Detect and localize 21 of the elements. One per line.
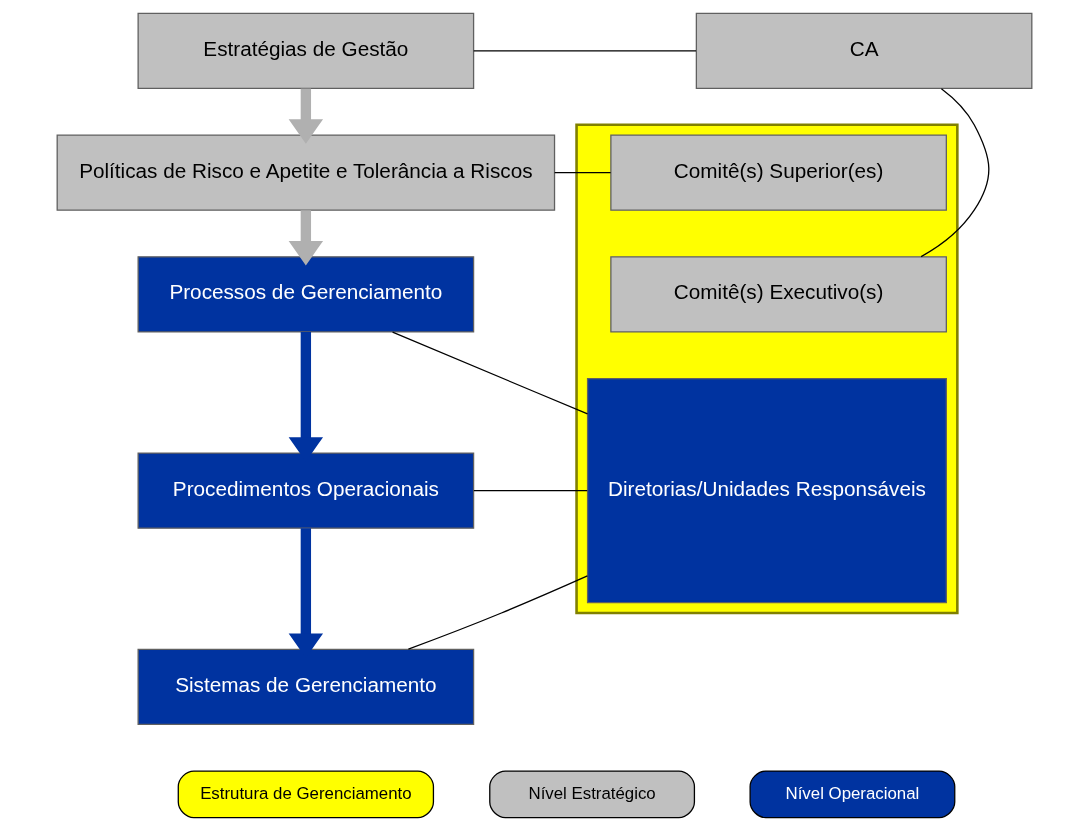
node-box: CA [695,12,1033,90]
node-box: Políticas de Risco e Apetite e Tolerância a Riscos [56,134,556,211]
arrow [288,210,324,266]
connector [554,172,612,174]
connector [391,331,589,415]
node-box: Comitê(s) Executivo(s) [610,256,947,333]
node-box: Procedimentos Operacionais [137,452,475,529]
connector [920,88,990,258]
node-box: Comitê(s) Superior(es) [610,134,947,211]
legend-label: Nível Operacional [785,783,920,803]
node-box: Diretorias/Unidades Responsáveis [586,377,947,604]
node-box: Sistemas de Gerenciamento [137,648,475,726]
cluster [575,123,959,615]
arrow [288,88,324,144]
legend-label: Estrutura de Gerenciamento [200,783,412,803]
node-box: Processos de Gerenciamento [137,256,475,333]
connector [473,489,588,492]
connector [407,575,589,650]
legend-label: Nível Estratégico [528,783,656,803]
connector [473,50,697,52]
node-box: Estratégias de Gestão [137,12,475,90]
